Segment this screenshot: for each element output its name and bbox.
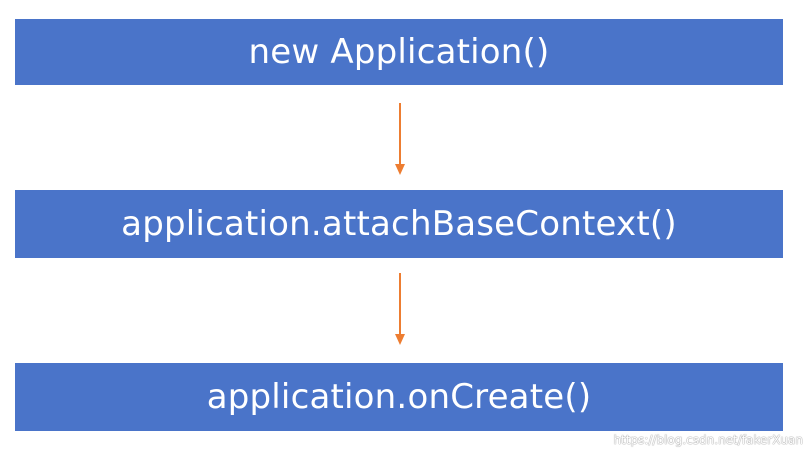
down-arrow-1 — [395, 103, 405, 175]
step-box-new-application: new Application() — [15, 19, 783, 85]
step-box-attach-base-context: application.attachBaseContext() — [15, 190, 783, 258]
down-arrow-2 — [395, 273, 405, 345]
step-box-on-create: application.onCreate() — [15, 363, 783, 431]
step-label-attach-base-context: application.attachBaseContext() — [121, 204, 677, 244]
step-label-new-application: new Application() — [248, 32, 550, 72]
watermark-url: https://blog.csdn.net/fakerXuan — [613, 433, 803, 447]
step-label-on-create: application.onCreate() — [206, 377, 592, 417]
